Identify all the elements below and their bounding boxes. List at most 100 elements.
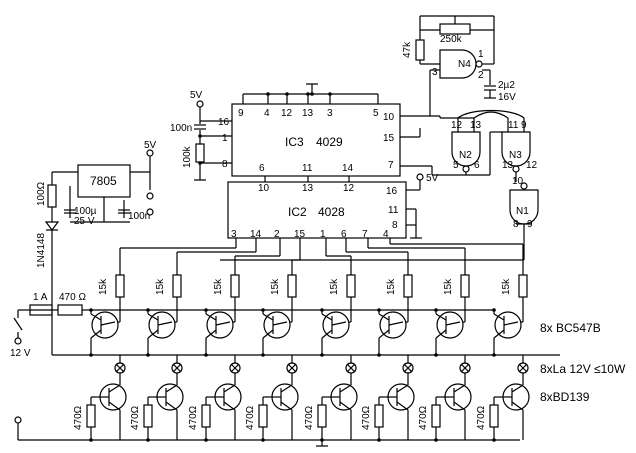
ic2-pin-6: 6 (341, 229, 347, 240)
ic2-pin-11: 11 (388, 205, 399, 216)
emitter-resistor-label-7: 470Ω (418, 405, 429, 430)
regulator-7805: 7805 5V 100µ 25 V 100n (52, 140, 157, 227)
ic3-pin-1: 1 (222, 133, 228, 144)
emitter-resistor-label-4: 470Ω (245, 405, 256, 430)
emitter-resistor-8 (489, 404, 499, 428)
ic3-body (231, 103, 401, 177)
ic3-pin-10: 10 (383, 112, 395, 123)
gates-n2-n3: N2 N3 12 13 11 9 5 6 13 12 (419, 109, 538, 182)
emitter-resistor-label-5: 470Ω (304, 405, 315, 430)
base-resistor-8 (518, 274, 528, 298)
emitter-resistor-label-6: 470Ω (361, 405, 372, 430)
ic2-name: IC2 (288, 205, 307, 219)
base-resistor-label-6: 15k (386, 278, 397, 295)
base-resistor-5 (346, 274, 356, 298)
supply-12v-label: 12 V (10, 348, 31, 359)
gate-n1-group: N1 10 8 9 (220, 176, 539, 261)
cap-2u2-voltage: 16V (498, 92, 516, 103)
n1-pin-10: 10 (512, 176, 524, 187)
ic3-input-network: 5V 100n 100k (170, 90, 206, 181)
ic2-pin-1: 1 (320, 229, 326, 240)
cap-100u-voltage: 25 V (74, 216, 95, 227)
base-resistor-label-4: 15k (270, 278, 281, 295)
ic3-pin-14: 14 (342, 163, 354, 174)
ic2-pin-15: 15 (294, 229, 306, 240)
ic2-pin-8: 8 (392, 220, 398, 231)
cap-100u-label: 100µ (74, 206, 97, 217)
base-resistor-3 (230, 274, 240, 298)
ic3-pin-8: 8 (222, 159, 228, 170)
note-bc547b: 8x BC547B (540, 321, 601, 335)
base-resistor-label-8: 15k (501, 278, 512, 295)
n4-pin-2: 2 (478, 70, 484, 81)
base-resistor-label-3: 15k (213, 278, 224, 295)
emitter-resistor-4 (258, 404, 268, 428)
cap-100n-label: 100n (170, 123, 192, 134)
base-resistor-6 (403, 274, 413, 298)
res-100-reg-label: 100Ω (36, 181, 47, 206)
diode-label: 1N4148 (36, 233, 47, 268)
ic3-pin-16: 16 (218, 117, 230, 128)
ic3-pin-11: 11 (302, 163, 313, 174)
supply-5v-label-a: 5V (190, 90, 203, 101)
ic2-decoder: IC2 4028 10 13 12 16 11 8 5V 3 14 2 15 1… (227, 173, 439, 240)
regulator-label: 7805 (90, 174, 117, 188)
emitter-resistor-7 (431, 404, 441, 428)
ic3-pin-9: 9 (238, 108, 244, 119)
ic2-pin-7: 7 (362, 229, 368, 240)
n4-pin-3: 3 (432, 67, 438, 78)
ic2-body (227, 181, 407, 239)
ic2-pin-10: 10 (258, 183, 270, 194)
ic3-pin-12: 12 (281, 108, 293, 119)
n4-pin-1: 1 (478, 49, 484, 60)
n3-pin-11: 11 (508, 120, 519, 131)
ic3-pin-3: 3 (327, 108, 333, 119)
gate-n1-label: N1 (516, 206, 529, 217)
base-resistor-label-2: 15k (155, 278, 166, 295)
res-470-input-label: 470 Ω (59, 292, 86, 303)
n2-pin-5: 5 (453, 160, 459, 171)
ic2-part: 4028 (318, 205, 345, 219)
ic3-pin-4: 4 (264, 108, 270, 119)
pot-250k-label: 250k (440, 34, 463, 45)
fuse-label: 1 A (33, 292, 48, 303)
ic3-pin-15: 15 (383, 133, 395, 144)
n2-pin-6: 6 (474, 160, 480, 171)
base-resistor-2 (172, 274, 182, 298)
ic3-name: IC3 (285, 135, 304, 149)
base-resistor-label-5: 15k (329, 278, 340, 295)
cap-2u2-label: 2µ2 (498, 80, 515, 91)
emitter-resistor-2 (143, 404, 153, 428)
emitter-resistor-5 (317, 404, 327, 428)
gate-n3-label: N3 (509, 150, 522, 161)
ic2-pin-3: 3 (231, 229, 237, 240)
base-resistor-7 (460, 274, 470, 298)
ic2-pin-13: 13 (302, 183, 314, 194)
n2-pin-13: 13 (470, 120, 482, 131)
ic2-pin-16: 16 (386, 186, 398, 197)
ic2-pin-12: 12 (343, 183, 355, 194)
n3-pin-12: 12 (526, 160, 538, 171)
res-100k-label: 100k (182, 145, 193, 168)
gate-n2-label: N2 (459, 150, 472, 161)
oscillator-n4: N4 3 1 2 250k 47k 2µ2 16V (402, 15, 516, 116)
emitter-resistor-3 (201, 404, 211, 428)
note-lamps: 8xLa 12V ≤10W (540, 362, 626, 376)
ic3-pin-13: 13 (302, 108, 314, 119)
n2-pin-12: 12 (451, 120, 463, 131)
output-stages: 15k470Ω15k470Ω15k470Ω15k470Ω15k470Ω15k47… (73, 238, 530, 447)
base-resistor-1 (115, 274, 125, 298)
supply-5v-label-b: 5V (144, 140, 157, 151)
base-resistor-label-1: 15k (98, 278, 109, 295)
ic3-pin-7: 7 (388, 160, 394, 171)
emitter-resistor-6 (374, 404, 384, 428)
ic3-counter: IC3 4029 9 4 12 13 3 5 16 1 8 10 15 7 6 (200, 83, 440, 182)
ic3-pin-6: 6 (259, 163, 265, 174)
emitter-resistor-1 (86, 404, 96, 428)
ic2-pin-2: 2 (274, 229, 280, 240)
gate-n4-label: N4 (458, 59, 471, 70)
emitter-resistor-label-8: 470Ω (476, 405, 487, 430)
cap-100n-reg-label: 100n (128, 211, 150, 222)
